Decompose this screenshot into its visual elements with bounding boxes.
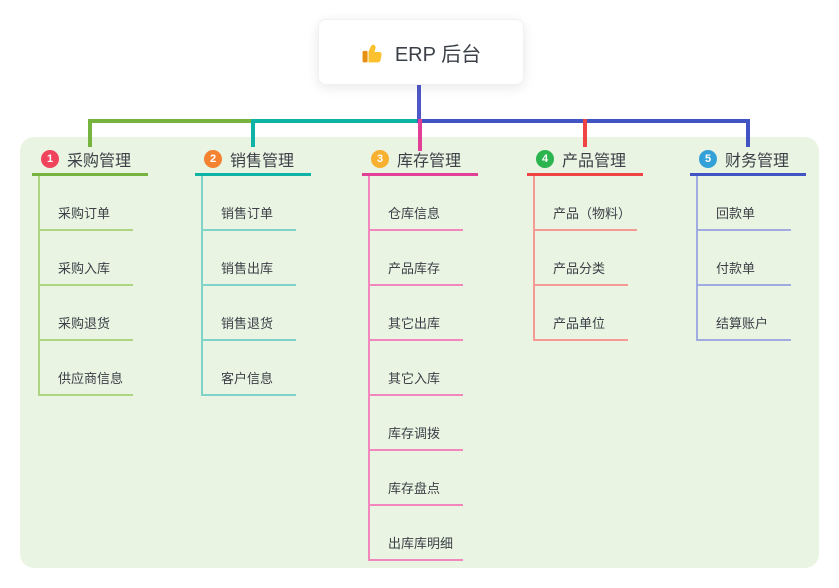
branch-2-label: 销售管理 bbox=[230, 153, 295, 170]
branch-node-product[interactable]: 4 产品管理 bbox=[527, 145, 643, 173]
child-label: 产品单位 bbox=[553, 316, 606, 331]
mindmap-board-background bbox=[20, 137, 819, 568]
child-node[interactable]: 供应商信息 bbox=[38, 341, 133, 396]
branch-3-number-badge: 3 bbox=[371, 150, 389, 168]
child-label: 其它入库 bbox=[388, 371, 441, 386]
child-node[interactable]: 产品库存 bbox=[368, 231, 463, 286]
branch-2-children: 销售订单 销售出库 销售退货 客户信息 bbox=[201, 176, 311, 396]
child-node[interactable]: 采购退货 bbox=[38, 286, 133, 341]
branch-node-sales[interactable]: 2 销售管理 bbox=[195, 145, 311, 173]
branch-2-number-badge: 2 bbox=[204, 150, 222, 168]
child-label: 产品（物料） bbox=[553, 206, 632, 221]
child-label: 其它出库 bbox=[388, 316, 441, 331]
child-label: 销售订单 bbox=[221, 206, 274, 221]
child-node[interactable]: 销售出库 bbox=[201, 231, 296, 286]
root-node-erp[interactable]: ERP 后台 bbox=[318, 19, 524, 85]
child-node[interactable]: 其它出库 bbox=[368, 286, 463, 341]
child-label: 销售退货 bbox=[221, 316, 274, 331]
child-label: 库存调拨 bbox=[388, 426, 441, 441]
child-node[interactable]: 回款单 bbox=[696, 176, 791, 231]
child-label: 回款单 bbox=[716, 206, 756, 221]
branch-2-underline bbox=[195, 173, 311, 176]
branch-4-children: 产品（物料） 产品分类 产品单位 bbox=[533, 176, 643, 341]
child-node[interactable]: 销售退货 bbox=[201, 286, 296, 341]
child-label: 供应商信息 bbox=[58, 371, 124, 386]
child-label: 结算账户 bbox=[716, 316, 769, 331]
branch-1-number-badge: 1 bbox=[41, 150, 59, 168]
branch-3-label: 库存管理 bbox=[397, 153, 462, 170]
child-node[interactable]: 其它入库 bbox=[368, 341, 463, 396]
branch-purchase: 1 采购管理 采购订单 采购入库 采购退货 供应商信息 bbox=[32, 145, 148, 396]
branch-inventory: 3 库存管理 仓库信息 产品库存 其它出库 其它入库 库存调拨 库存盘点 出库库… bbox=[362, 145, 478, 561]
branch-1-children: 采购订单 采购入库 采购退货 供应商信息 bbox=[38, 176, 148, 396]
child-label: 出库库明细 bbox=[388, 536, 454, 551]
thumbs-up-icon bbox=[362, 44, 382, 62]
child-node[interactable]: 采购入库 bbox=[38, 231, 133, 286]
child-label: 采购退货 bbox=[58, 316, 111, 331]
child-node[interactable]: 产品分类 bbox=[533, 231, 628, 286]
branch-5-underline bbox=[690, 173, 806, 176]
child-node[interactable]: 付款单 bbox=[696, 231, 791, 286]
child-label: 产品库存 bbox=[388, 261, 441, 276]
branch-sales: 2 销售管理 销售订单 销售出库 销售退货 客户信息 bbox=[195, 145, 311, 396]
child-node[interactable]: 仓库信息 bbox=[368, 176, 463, 231]
child-label: 库存盘点 bbox=[388, 481, 441, 496]
child-label: 销售出库 bbox=[221, 261, 274, 276]
branch-2-connector bbox=[251, 119, 255, 147]
root-node-title: ERP 后台 bbox=[394, 43, 482, 66]
branch-node-finance[interactable]: 5 财务管理 bbox=[690, 145, 806, 173]
branch-3-children: 仓库信息 产品库存 其它出库 其它入库 库存调拨 库存盘点 出库库明细 bbox=[368, 176, 478, 561]
child-node[interactable]: 销售订单 bbox=[201, 176, 296, 231]
branch-product: 4 产品管理 产品（物料） 产品分类 产品单位 bbox=[527, 145, 643, 341]
bus-line-green bbox=[88, 119, 253, 123]
child-label: 产品分类 bbox=[553, 261, 606, 276]
branch-4-label: 产品管理 bbox=[562, 153, 627, 170]
child-label: 采购订单 bbox=[58, 206, 111, 221]
branch-5-connector bbox=[746, 119, 750, 147]
child-node[interactable]: 库存调拨 bbox=[368, 396, 463, 451]
branch-1-label: 采购管理 bbox=[67, 153, 132, 170]
branch-node-purchase[interactable]: 1 采购管理 bbox=[32, 145, 148, 173]
branch-5-children: 回款单 付款单 结算账户 bbox=[696, 176, 806, 341]
child-label: 付款单 bbox=[716, 261, 756, 276]
branch-5-label: 财务管理 bbox=[725, 153, 790, 170]
child-label: 采购入库 bbox=[58, 261, 111, 276]
branch-1-underline bbox=[32, 173, 148, 176]
child-node[interactable]: 出库库明细 bbox=[368, 506, 463, 561]
child-node[interactable]: 采购订单 bbox=[38, 176, 133, 231]
branch-3-connector bbox=[418, 119, 422, 151]
child-node[interactable]: 库存盘点 bbox=[368, 451, 463, 506]
child-node[interactable]: 产品单位 bbox=[533, 286, 628, 341]
branch-1-connector bbox=[88, 119, 92, 147]
branch-finance: 5 财务管理 回款单 付款单 结算账户 bbox=[690, 145, 806, 341]
child-label: 仓库信息 bbox=[388, 206, 441, 221]
bus-line-teal bbox=[253, 119, 417, 123]
child-node[interactable]: 客户信息 bbox=[201, 341, 296, 396]
child-label: 客户信息 bbox=[221, 371, 274, 386]
child-node[interactable]: 产品（物料） bbox=[533, 176, 638, 231]
branch-4-number-badge: 4 bbox=[536, 150, 554, 168]
branch-4-connector bbox=[583, 119, 587, 147]
branch-5-number-badge: 5 bbox=[699, 150, 717, 168]
child-node[interactable]: 结算账户 bbox=[696, 286, 791, 341]
branch-4-underline bbox=[527, 173, 643, 176]
branch-node-inventory[interactable]: 3 库存管理 bbox=[362, 145, 478, 173]
root-connector-line bbox=[417, 83, 421, 121]
branch-3-underline bbox=[362, 173, 478, 176]
